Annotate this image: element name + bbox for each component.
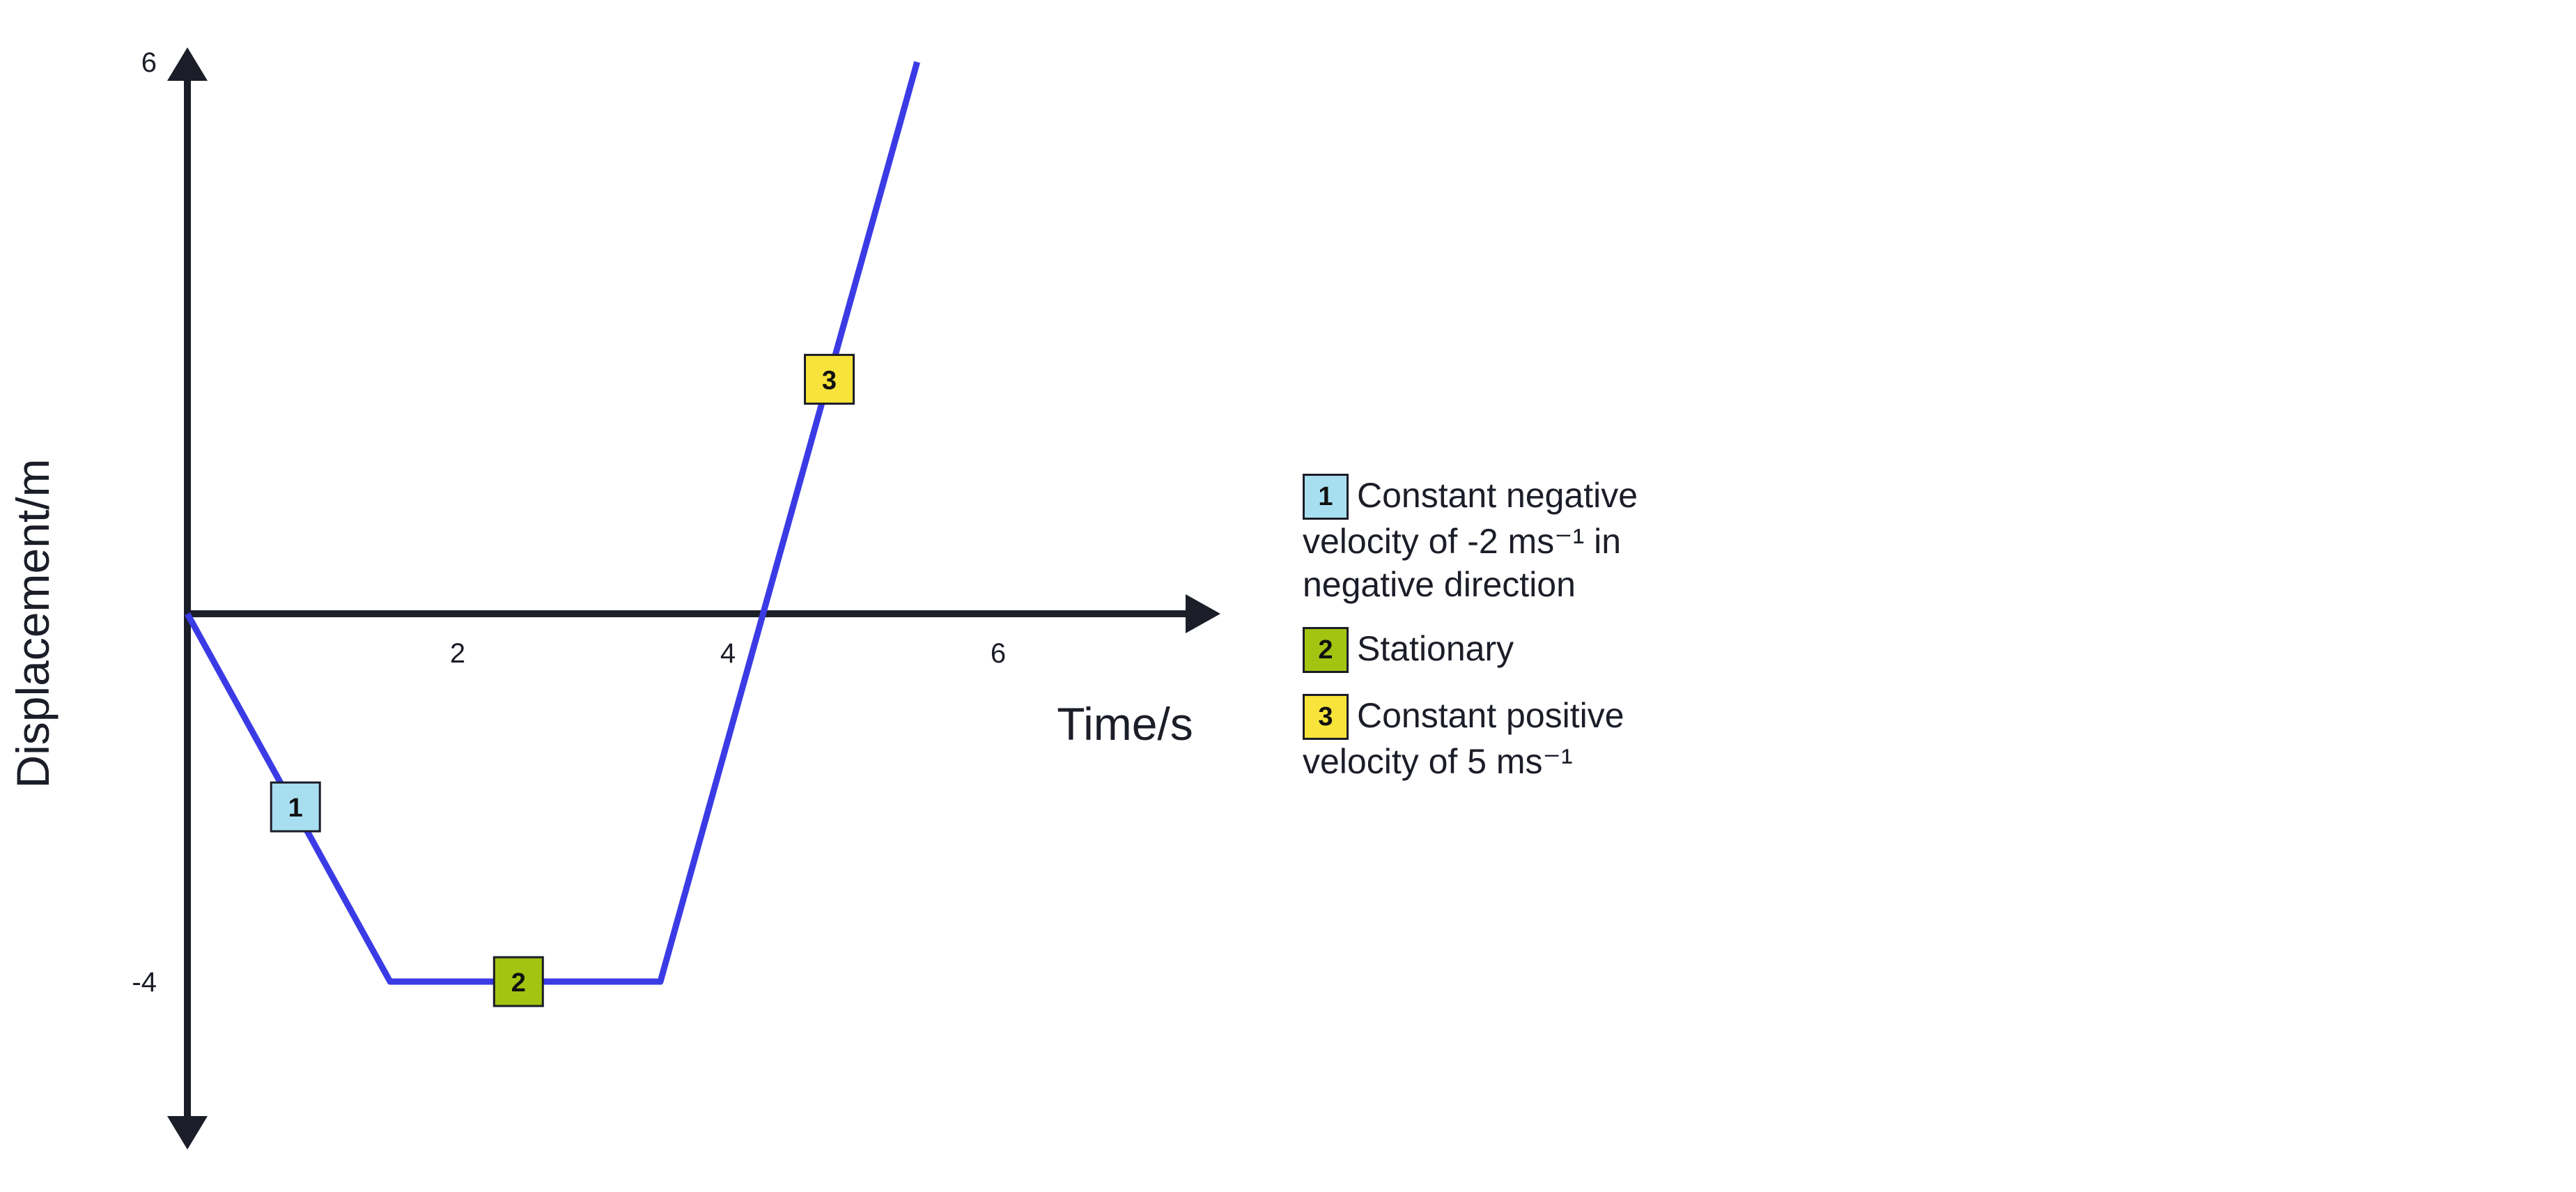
x-axis-label: Time/s xyxy=(1057,698,1193,750)
y-tick-label: -4 xyxy=(132,967,157,998)
segment-marker-label-3: 3 xyxy=(822,366,837,395)
series-layer xyxy=(185,61,920,985)
segment-marker-2 xyxy=(492,956,544,1007)
segment-marker-label-2: 2 xyxy=(511,968,526,998)
legend-badge-1: 1 xyxy=(1303,474,1349,520)
x-tick-label: 2 xyxy=(450,638,465,669)
segment-marker-1 xyxy=(270,781,321,833)
axes xyxy=(167,47,1220,1150)
legend-text-3: Constant positive velocity of 5 ms⁻¹ xyxy=(1303,696,1624,781)
y-tick-label: 6 xyxy=(141,47,157,78)
legend-badge-3: 3 xyxy=(1303,694,1349,740)
y-axis-arrow-down xyxy=(167,1116,208,1150)
tick-labels: 2 4 6 6 -4 xyxy=(132,47,1006,998)
segment-marker-label-1: 1 xyxy=(288,794,303,823)
y-axis-label: Displacement/m xyxy=(7,458,59,788)
x-tick-label: 4 xyxy=(720,638,736,669)
segment-marker-3 xyxy=(804,353,855,405)
legend-badge-2: 2 xyxy=(1303,627,1349,673)
displacement-line xyxy=(185,61,920,985)
legend-text-1: Constant negative velocity of -2 ms⁻¹ in… xyxy=(1303,476,1638,604)
y-axis-arrow-up xyxy=(167,47,208,81)
legend-text-2: Stationary xyxy=(1357,629,1514,668)
x-tick-label: 6 xyxy=(991,638,1006,669)
x-axis-arrow xyxy=(1186,594,1220,633)
segment-markers: 1 2 3 xyxy=(270,353,855,1007)
